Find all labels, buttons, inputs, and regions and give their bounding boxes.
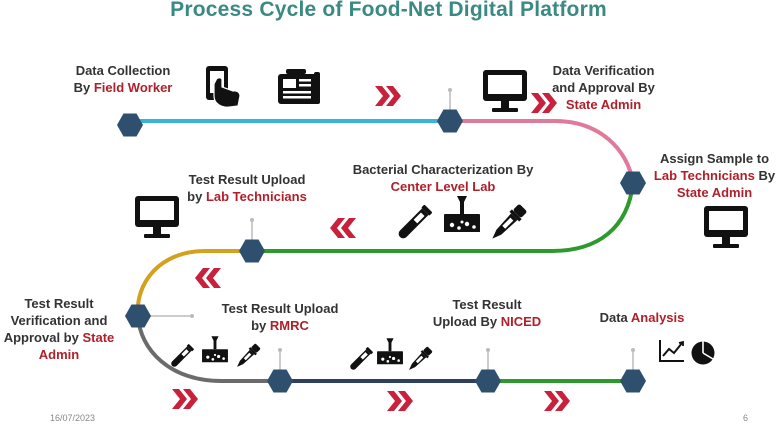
label-line: Test Result Upload <box>188 172 306 187</box>
test-tube-icon-niced <box>348 346 374 372</box>
label-line: Bacterial Characterization By <box>352 162 534 177</box>
path-segment-gold <box>135 249 252 317</box>
path-segment-gray <box>136 315 280 383</box>
label-text: By <box>73 80 94 95</box>
label-line: Test Result <box>452 297 522 312</box>
label-highlight: RMRC <box>269 318 309 333</box>
chevron-right-3 <box>172 389 198 409</box>
path-segment-pink <box>450 119 635 184</box>
label-line: Data Verification <box>552 63 655 78</box>
chevron-right-1 <box>375 86 401 106</box>
node-upload-niced <box>475 369 501 393</box>
label-line: by RMRC <box>210 317 350 334</box>
petri-dish-icon-center <box>444 196 480 232</box>
label-highlight: Analysis <box>630 310 685 325</box>
newspaper-icon <box>278 69 320 104</box>
line-chart-icon <box>659 340 684 362</box>
node-analysis <box>620 369 646 393</box>
node-pins <box>150 88 635 370</box>
label-line: Data Analysis <box>582 309 702 326</box>
petri-dish-icon-rmrc <box>202 336 228 363</box>
pipette-icon-niced <box>405 345 434 374</box>
label-upload-rmrc: Test Result Upload by RMRC <box>210 300 350 334</box>
label-line: Data Collection <box>75 63 171 78</box>
label-text: By <box>754 168 776 183</box>
label-verification-admin: Test Result Verification and Approval by… <box>0 295 118 363</box>
label-line: Assign Sample to <box>659 151 770 166</box>
path-segment-green-upper <box>252 182 635 253</box>
label-bacterial: Bacterial Characterization By Center Lev… <box>338 161 548 195</box>
label-line: By Field Worker <box>58 79 188 96</box>
label-upload-lab: Test Result Upload by Lab Technicians <box>172 171 322 205</box>
label-text: by <box>251 318 270 333</box>
label-highlight: State Admin <box>565 97 642 112</box>
chevron-left-1 <box>330 218 356 238</box>
label-assign-sample: Assign Sample to Lab Technicians By Stat… <box>652 150 777 201</box>
node-verification-admin <box>125 304 151 328</box>
label-highlight: Center Level Lab <box>390 179 496 194</box>
node-upload-lab <box>239 239 265 263</box>
node-upload-rmrc <box>267 369 293 393</box>
chevron-right-5 <box>544 391 570 411</box>
label-line: Lab Technicians By <box>652 167 777 184</box>
label-highlight: Admin <box>38 347 80 362</box>
label-line: Test Result <box>24 296 94 311</box>
label-highlight: NICED <box>500 314 542 329</box>
hand-phone-icon <box>206 66 241 108</box>
label-highlight: State Admin <box>676 185 753 200</box>
label-analysis: Data Analysis <box>582 309 702 326</box>
monitor-icon-assign <box>704 206 748 248</box>
label-data-collection: Data Collection By Field Worker <box>58 62 188 96</box>
page-title: Process Cycle of Food-Net Digital Platfo… <box>170 0 607 21</box>
label-highlight: Lab Technicians <box>205 189 307 204</box>
label-text: by <box>187 189 206 204</box>
label-line: Approval by State <box>0 329 118 346</box>
pipette-icon-rmrc <box>233 342 262 371</box>
label-text: Upload By <box>432 314 501 329</box>
label-line: by Lab Technicians <box>172 188 322 205</box>
node-assign-sample <box>620 171 646 195</box>
footer-page-number: 6 <box>743 413 749 423</box>
label-highlight: Field Worker <box>93 80 173 95</box>
node-data-collection <box>117 113 143 137</box>
label-line: Test Result Upload <box>221 301 339 316</box>
pie-chart-icon <box>691 341 715 365</box>
test-tube-icon-center <box>395 204 433 242</box>
label-text: Data <box>599 310 631 325</box>
chevron-right-4 <box>387 391 413 411</box>
label-data-verification: Data Verification and Approval By State … <box>536 62 671 113</box>
monitor-icon-verification <box>483 70 527 112</box>
footer-date: 16/07/2023 <box>50 413 96 423</box>
label-line: Verification and <box>10 313 108 328</box>
test-tube-icon-rmrc <box>169 343 195 369</box>
pipette-icon-center <box>487 202 529 244</box>
petri-dish-icon-niced <box>377 338 403 365</box>
label-text: Approval by <box>3 330 83 345</box>
label-line: Upload By NICED <box>422 313 552 330</box>
label-line: and Approval By <box>552 80 655 95</box>
label-highlight: State <box>82 330 115 345</box>
label-highlight: Lab Technicians <box>653 168 755 183</box>
chevron-left-2 <box>195 268 221 288</box>
label-upload-niced: Test Result Upload By NICED <box>422 296 552 330</box>
node-data-verification <box>437 109 463 133</box>
